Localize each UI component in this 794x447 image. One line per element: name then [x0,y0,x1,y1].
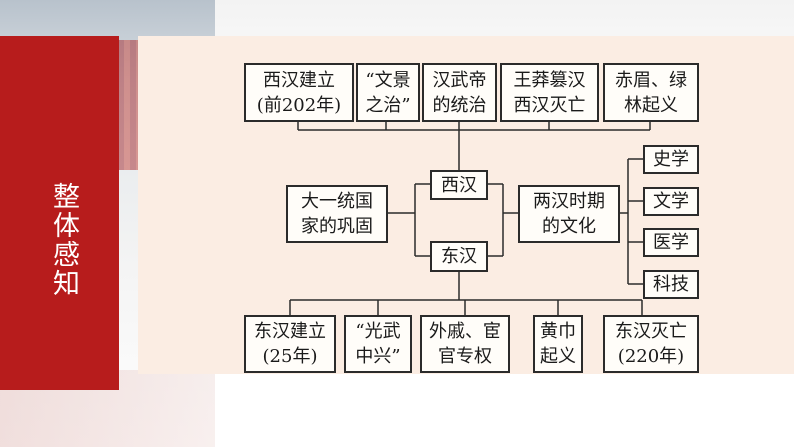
node-han-culture: 两汉时期 的文化 [518,185,620,243]
node-culture-history: 史学 [643,145,699,174]
node-yellow-turban-uprising: 黄巾 起义 [533,315,583,373]
node-guangwu-restoration: “光武 中兴” [344,315,412,373]
node-unification: 大一统国 家的巩固 [286,185,388,243]
node-culture-literature: 文学 [643,187,699,216]
node-culture-technology: 科技 [643,270,699,299]
node-eunuch-relatives-power: 外戚、宦 官专权 [420,315,510,373]
node-wang-mang-usurpation: 王莽篡汉 西汉灭亡 [500,63,599,122]
node-wenjing-rule: “文景 之治” [356,63,420,122]
node-eastern-han-fall: 东汉灭亡 (220年) [603,315,699,373]
sidebar-banner: 整体感知 [0,36,119,390]
sidebar-title: 整体感知 [48,182,79,298]
node-emperor-wu-rule: 汉武帝 的统治 [422,63,497,122]
node-eastern-han: 东汉 [430,241,488,272]
node-chimei-lulin-uprising: 赤眉、绿 林起义 [603,63,699,122]
node-western-han: 西汉 [430,170,488,200]
node-western-han-founded: 西汉建立 (前202年) [244,63,354,122]
node-culture-medicine: 医学 [643,228,699,257]
node-eastern-han-founded: 东汉建立 (25年) [244,315,336,373]
